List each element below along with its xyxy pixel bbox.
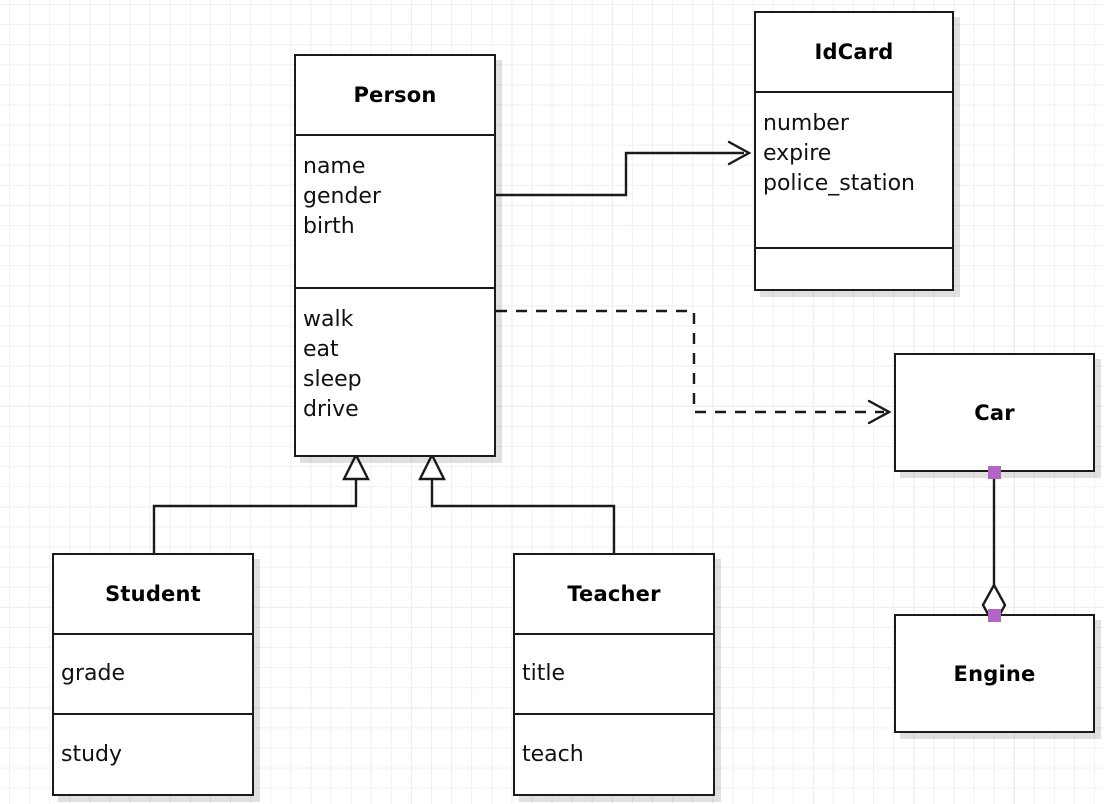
class-attributes-student: grade (54, 633, 252, 713)
operation-item: eat (303, 337, 339, 362)
class-name-teacher: Teacher (567, 582, 661, 606)
attribute-item: grade (61, 661, 125, 686)
class-name-person: Person (353, 83, 437, 107)
edge-student-person[interactable] (152, 452, 370, 553)
edge-car-engine[interactable] (981, 472, 1007, 628)
class-box-engine[interactable]: Engine (894, 614, 1095, 733)
class-box-person[interactable]: Person name gender birth walk eat sleep … (294, 54, 496, 457)
class-box-car[interactable]: Car (894, 353, 1095, 472)
class-name-idcard: IdCard (814, 40, 894, 64)
attribute-item: name (303, 154, 366, 179)
edge-person-idcard[interactable] (494, 140, 752, 197)
attribute-item: title (522, 661, 566, 686)
class-box-student[interactable]: Student grade study (52, 553, 254, 796)
attribute-item: gender (303, 184, 381, 209)
attribute-item: police_station (763, 171, 915, 196)
operation-item: drive (303, 397, 359, 422)
class-attributes-teacher: title (515, 633, 713, 713)
operation-item: teach (522, 741, 584, 767)
class-operations-student: study (54, 713, 252, 794)
attribute-item: expire (763, 141, 832, 166)
connector-handle-engine[interactable] (988, 609, 1001, 622)
edge-person-car[interactable] (496, 309, 892, 425)
class-operations-teacher: teach (515, 713, 713, 794)
class-name-car: Car (974, 400, 1015, 425)
attribute-item: birth (303, 214, 355, 239)
attribute-item: number (763, 111, 849, 136)
edge-teacher-person[interactable] (418, 452, 616, 553)
class-operations-person: walk eat sleep drive (296, 287, 494, 455)
class-attributes-idcard: number expire police_station (756, 91, 952, 247)
class-attributes-person: name gender birth (296, 134, 494, 287)
class-name-student: Student (105, 582, 201, 606)
operation-item: walk (303, 307, 354, 332)
class-operations-idcard (756, 247, 952, 289)
class-box-idcard[interactable]: IdCard number expire police_station (754, 11, 954, 291)
operation-item: sleep (303, 367, 362, 392)
class-name-engine: Engine (953, 661, 1036, 686)
operation-item: study (61, 741, 123, 767)
class-box-teacher[interactable]: Teacher title teach (513, 553, 715, 796)
connector-handle-car[interactable] (988, 466, 1001, 479)
